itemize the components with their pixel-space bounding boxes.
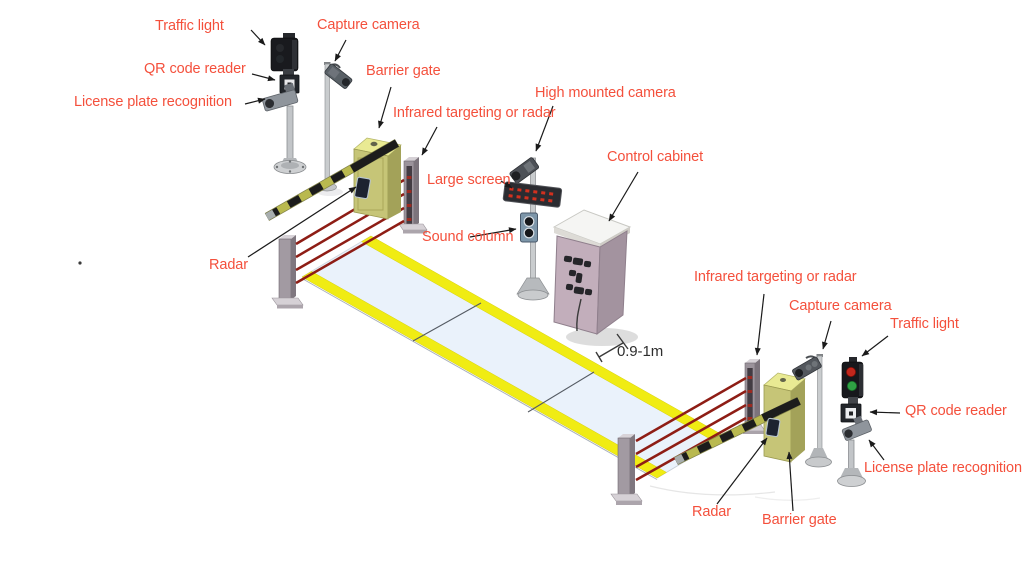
arrow-traffic-light-right — [861, 335, 889, 357]
cabinet-markings — [563, 255, 593, 296]
arrow-capture-camera-right — [822, 320, 832, 350]
high-mounted-camera-pole-graphic — [502, 157, 563, 301]
label-qr-code-reader-left: QR code reader — [144, 61, 246, 77]
infrared-post-left-near — [271, 235, 304, 309]
infrared-beams-right — [635, 376, 747, 482]
label-traffic-light-left: Traffic light — [155, 18, 224, 34]
arrow-qr-right — [869, 409, 901, 416]
arrow-control-cabinet — [608, 171, 639, 222]
arrow-qr-left — [251, 73, 276, 82]
arrow-radar-left — [247, 186, 357, 258]
large-screen-graphic — [502, 181, 563, 208]
arrow-sound-column — [469, 227, 517, 238]
traffic-light-right-graphic — [837, 357, 872, 487]
label-dimension: 0.9-1m — [617, 343, 664, 360]
label-radar-bottom: Radar — [692, 504, 731, 520]
label-infrared-left: Infrared targeting or radar — [393, 105, 556, 121]
weighbridge-platform — [301, 235, 727, 480]
high-mounted-camera-graphic — [509, 157, 540, 184]
label-radar-left: Radar — [209, 257, 248, 273]
sound-column-graphic — [520, 212, 538, 243]
label-infrared-right: Infrared targeting or radar — [694, 269, 857, 285]
radar-left-graphic — [354, 176, 371, 200]
radar-right-graphic — [765, 417, 781, 438]
license-plate-camera-left-graphic — [262, 82, 299, 112]
barrier-gate-right-graphic — [674, 372, 806, 466]
label-traffic-light-right: Traffic light — [890, 316, 959, 332]
label-large-screen: Large screen — [427, 172, 511, 188]
label-qr-code-reader-right: QR code reader — [905, 403, 1007, 419]
arrow-radar-bottom — [716, 437, 768, 505]
capture-camera-right-graphic — [792, 354, 832, 468]
label-capture-camera-right: Capture camera — [789, 298, 892, 314]
label-high-mounted-camera: High mounted camera — [535, 85, 676, 101]
infrared-post-right-near — [610, 434, 643, 505]
barrier-arm-right — [674, 396, 801, 466]
label-barrier-gate-bottom: Barrier gate — [762, 512, 837, 528]
label-license-plate-right: License plate recognition — [864, 460, 1022, 476]
label-license-plate-left: License plate recognition — [74, 94, 232, 110]
arrow-capture-camera-left — [334, 39, 347, 62]
arrow-traffic-light-left — [250, 29, 266, 46]
dimension-mark — [595, 333, 629, 363]
platform-divider — [412, 302, 482, 342]
platform-edge-near — [301, 271, 667, 479]
arrow-infrared-left — [421, 126, 438, 156]
label-capture-camera-left: Capture camera — [317, 17, 420, 33]
arrow-large-screen — [500, 180, 513, 189]
platform-divider — [527, 371, 595, 413]
arrow-lpr-left — [244, 97, 266, 105]
barrier-gate-left-graphic — [264, 137, 402, 221]
control-cabinet-graphic — [552, 209, 638, 346]
infrared-post-left-far — [398, 157, 428, 234]
barrier-arm-left — [264, 139, 400, 221]
arrow-infrared-right — [754, 293, 765, 356]
license-plate-camera-right-graphic — [841, 415, 872, 441]
stray-dot — [78, 261, 82, 265]
traffic-light-left-graphic — [262, 33, 307, 174]
label-sound-column: Sound column — [422, 229, 514, 245]
qr-code-reader-right-graphic — [840, 403, 862, 423]
annotation-arrows — [244, 29, 901, 512]
label-barrier-gate-left: Barrier gate — [366, 63, 441, 79]
arrow-barrier-gate-bottom — [786, 451, 794, 512]
label-control-cabinet: Control cabinet — [607, 149, 704, 165]
arrow-barrier-gate-left — [378, 86, 392, 129]
arrow-high-camera — [535, 105, 554, 152]
arrow-lpr-right — [868, 439, 885, 461]
